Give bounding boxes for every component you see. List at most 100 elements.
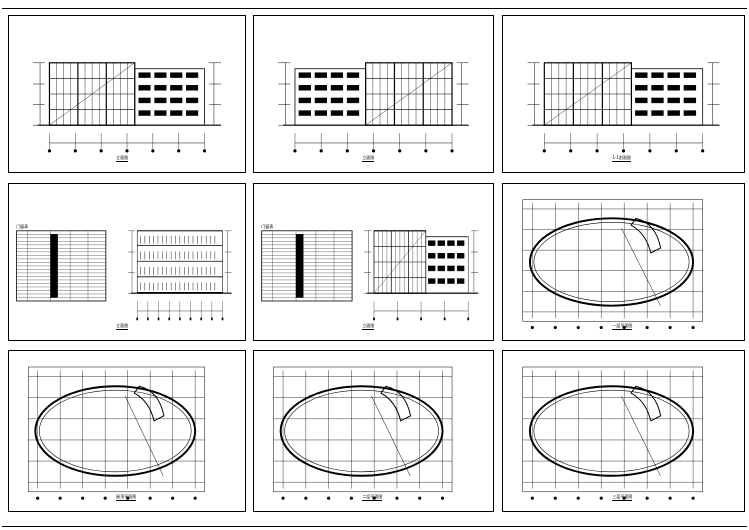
window: [437, 278, 446, 284]
drawing-panel-5[interactable]: 门窗表立面图: [253, 183, 494, 341]
ellipse-inner-wall: [284, 389, 439, 473]
axis-bubble: [622, 496, 626, 500]
axis-bubble: [530, 325, 534, 330]
window: [635, 72, 648, 78]
drawing-caption: 屋顶平面图: [116, 493, 137, 501]
axis-bubble: [691, 325, 695, 330]
window: [447, 253, 455, 259]
axis-bubble: [542, 149, 546, 153]
axis-bubble: [304, 496, 308, 500]
axis-bubble: [99, 149, 103, 153]
axis-bubble: [168, 317, 171, 321]
window: [138, 85, 151, 91]
ellipse-inner-wall: [38, 389, 192, 473]
window: [428, 265, 436, 272]
axis-bubble: [210, 317, 213, 321]
stair-core: [630, 217, 662, 254]
window: [667, 97, 680, 104]
axis-bubble: [443, 317, 446, 321]
window: [314, 110, 328, 116]
window: [428, 278, 436, 284]
window: [170, 85, 183, 91]
axis-bubble: [530, 496, 534, 500]
drawing-panel-3[interactable]: 1-1剖面图: [502, 15, 745, 173]
window: [314, 72, 328, 78]
wall-block: [631, 68, 704, 126]
window: [330, 110, 344, 116]
plan-frame: [522, 366, 703, 493]
drawing-panel-8[interactable]: 二层平面图: [253, 350, 494, 512]
axis-bubble: [349, 496, 353, 500]
axis-bubble: [576, 496, 580, 500]
window: [298, 85, 311, 91]
stair-core: [133, 385, 165, 422]
axis-bubble: [47, 149, 52, 153]
axis-bubble: [420, 317, 423, 321]
axis-bubble: [327, 496, 331, 500]
axis-bubble: [157, 317, 160, 321]
drawing-canvas: [28, 366, 205, 500]
drawing-canvas: [273, 366, 453, 500]
table-title: 门窗表: [16, 223, 29, 229]
plan-frame: [522, 199, 703, 322]
axis-bubble: [569, 149, 573, 153]
axis-bubble: [371, 149, 376, 153]
axis-bubble: [595, 149, 599, 153]
plan-frame: [273, 366, 453, 493]
axis-bubble: [81, 496, 85, 500]
window: [456, 253, 465, 259]
window: [683, 72, 697, 78]
axis-bubble: [136, 317, 139, 321]
drawing-caption: 三层平面图: [612, 493, 633, 501]
plan-frame: [28, 366, 205, 493]
window: [330, 97, 344, 104]
axis-bubble: [221, 317, 224, 321]
axis-bubble: [293, 149, 297, 153]
window: [428, 240, 436, 246]
drawing-canvas: [261, 230, 479, 321]
window: [154, 72, 167, 78]
window: [138, 110, 151, 116]
axis-bubble: [648, 149, 652, 153]
axis-bubble: [645, 325, 649, 330]
axis-bubble: [103, 496, 107, 500]
drawing-panel-2[interactable]: 立面图: [253, 15, 494, 173]
table-fill: [50, 234, 58, 298]
window: [186, 110, 199, 116]
axis-bubble: [701, 149, 705, 153]
axis-bubble: [674, 149, 678, 153]
drawing-panel-7[interactable]: 屋顶平面图: [8, 350, 246, 512]
window: [154, 110, 167, 116]
drawing-panel-4[interactable]: 门窗表立面图: [8, 183, 246, 341]
axis-bubble: [691, 496, 695, 500]
drawing-panel-1[interactable]: 立面图: [8, 15, 246, 173]
table-title: 门窗表: [261, 223, 274, 229]
wall-block: [425, 236, 469, 294]
window: [635, 97, 648, 104]
axis-bubble: [147, 317, 149, 321]
drawing-caption: 立面图: [362, 155, 375, 163]
axis-bubble: [148, 496, 152, 500]
ellipse-outer-wall: [279, 385, 444, 477]
window: [447, 265, 455, 272]
drawing-panel-9[interactable]: 三层平面图: [502, 350, 745, 512]
ellipse-inner-wall: [533, 221, 690, 303]
glass-diagonal: [49, 62, 135, 126]
drawing-canvas: [522, 199, 703, 330]
drawing-caption: 立面图: [116, 323, 129, 331]
axis-bubble: [319, 149, 323, 153]
axis-bubble: [58, 496, 62, 500]
window: [346, 85, 360, 91]
drawing-panel-6[interactable]: 一层平面图: [502, 183, 745, 341]
window: [683, 85, 697, 91]
ellipse-inner-wall: [533, 389, 690, 473]
window: [667, 72, 680, 78]
drawing-caption: 1-1剖面图: [612, 155, 631, 163]
axis-bubble: [398, 149, 402, 153]
axis-bubble: [189, 317, 192, 321]
axis-bubble: [467, 317, 470, 321]
window: [635, 85, 648, 91]
window: [651, 72, 664, 78]
window: [138, 72, 151, 78]
axis-bubble: [171, 496, 175, 500]
